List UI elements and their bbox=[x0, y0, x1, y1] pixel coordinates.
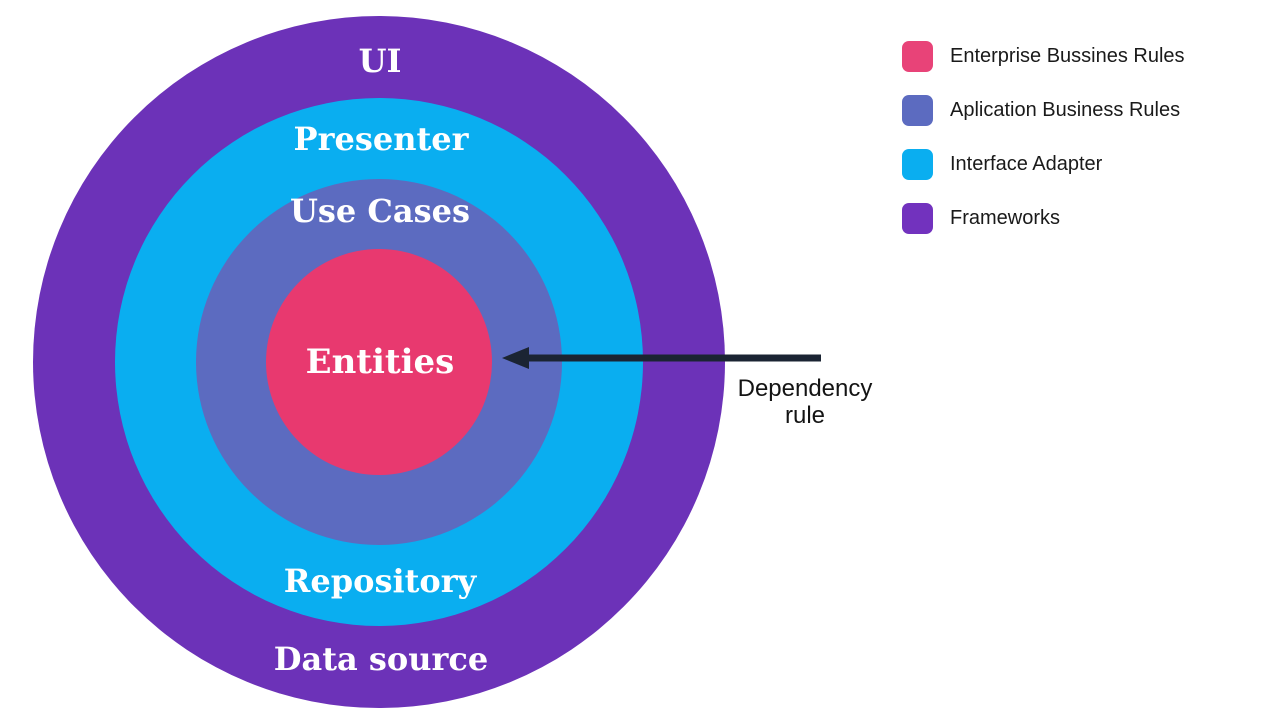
label-use-cases: Use Cases bbox=[289, 192, 471, 230]
legend-label-interface-adapter: Interface Adapter bbox=[950, 153, 1103, 175]
label-repository: Repository bbox=[283, 562, 477, 600]
legend-label-enterprise-business-rules: Enterprise Bussines Rules bbox=[950, 45, 1185, 67]
dependency-rule-line2: rule bbox=[784, 402, 826, 429]
legend-item-enterprise-business-rules: Enterprise Bussines Rules bbox=[902, 41, 1185, 72]
dependency-arrow-icon bbox=[502, 347, 821, 369]
legend-label-frameworks: Frameworks bbox=[950, 207, 1061, 229]
legend-swatch-interface-adapter bbox=[902, 149, 933, 180]
dependency-arrow-head bbox=[502, 347, 529, 369]
label-entities: Entities bbox=[305, 342, 455, 382]
ring-enterprise-business-rules bbox=[266, 249, 492, 475]
legend-item-frameworks: Frameworks bbox=[902, 203, 1185, 234]
legend-item-interface-adapter: Interface Adapter bbox=[902, 149, 1185, 180]
legend: Enterprise Bussines Rules Aplication Bus… bbox=[902, 41, 1185, 234]
legend-swatch-enterprise-business-rules bbox=[902, 41, 933, 72]
label-ui: UI bbox=[358, 42, 402, 80]
label-data-source: Data source bbox=[273, 640, 489, 678]
legend-label-application-business-rules: Aplication Business Rules bbox=[950, 99, 1181, 121]
dependency-rule-line1: Dependency bbox=[737, 375, 873, 402]
dependency-rule-annotation: Dependency rule bbox=[700, 375, 910, 429]
label-presenter: Presenter bbox=[293, 120, 469, 158]
legend-swatch-application-business-rules bbox=[902, 95, 933, 126]
legend-item-application-business-rules: Aplication Business Rules bbox=[902, 95, 1185, 126]
legend-swatch-frameworks bbox=[902, 203, 933, 234]
